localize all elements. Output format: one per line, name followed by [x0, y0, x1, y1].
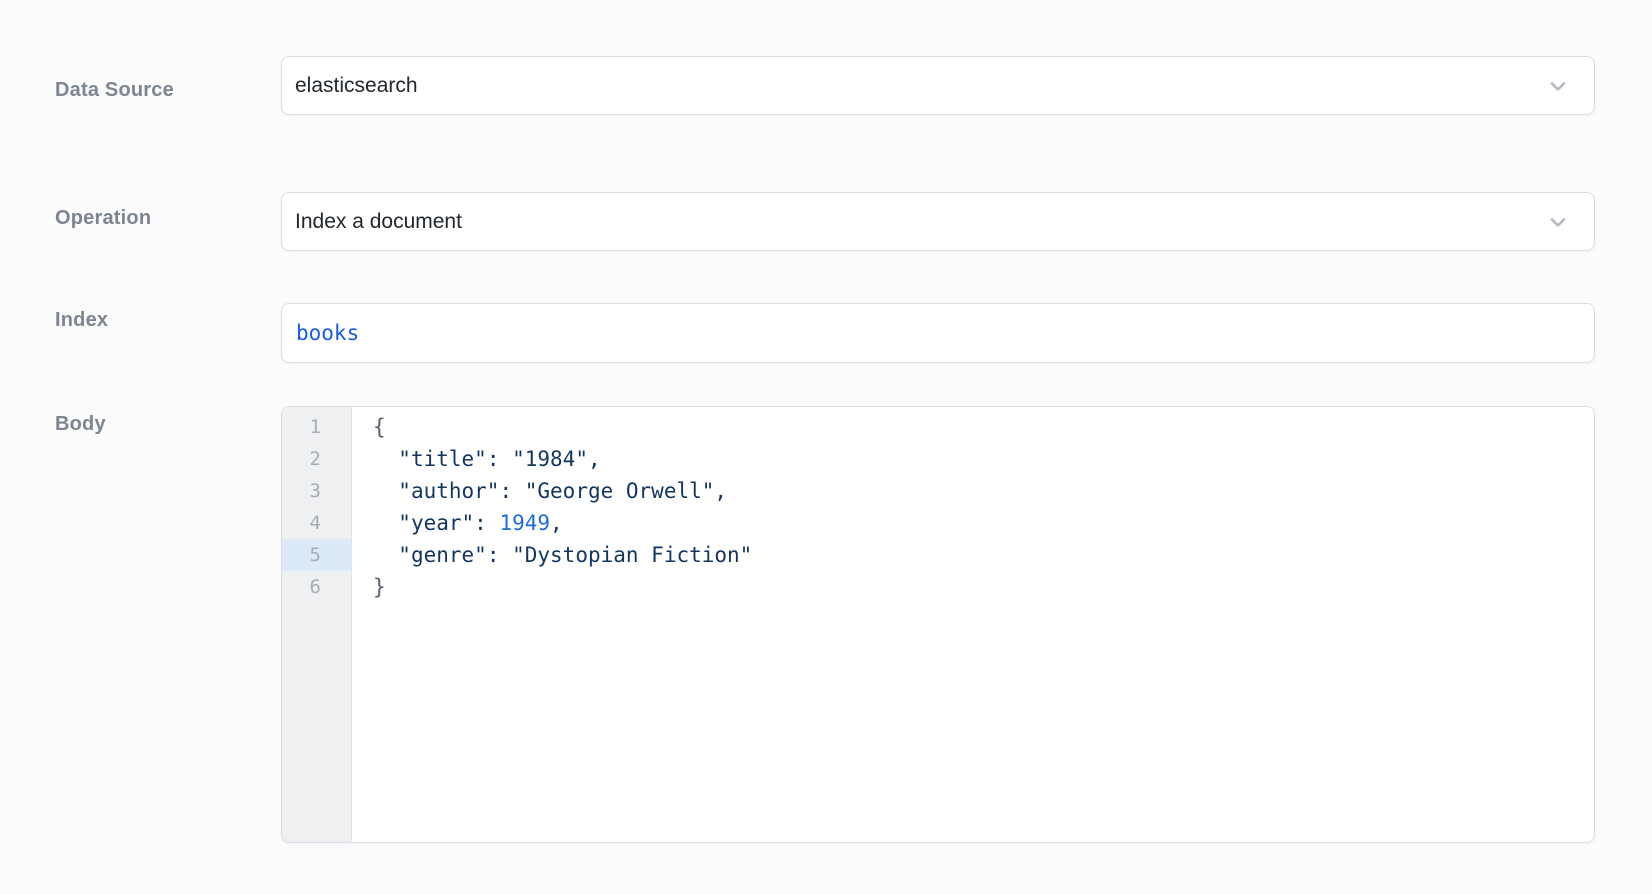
line-number: 1 [309, 416, 321, 438]
code-line: { [373, 415, 386, 439]
line-number: 3 [309, 480, 321, 502]
operation-select[interactable]: Index a document [281, 192, 1595, 251]
editor-content[interactable]: { "title": "1984", "author": "George Orw… [352, 407, 1594, 842]
chevron-down-icon [1546, 210, 1570, 234]
chevron-down-icon [1546, 74, 1570, 98]
line-number: 4 [309, 512, 321, 534]
code-line: "title": "1984", [398, 447, 601, 471]
code-line: "author": "George Orwell", [398, 479, 728, 503]
line-number: 6 [309, 576, 321, 598]
editor-gutter: 1 2 3 4 5 6 [282, 407, 352, 842]
data-source-select[interactable]: elasticsearch [281, 56, 1595, 115]
code-line: "genre": "Dystopian Fiction" [398, 543, 753, 567]
operation-selected-value: Index a document [295, 209, 462, 233]
body-label: Body [55, 413, 106, 435]
line-number: 2 [309, 448, 321, 470]
line-number: 5 [282, 539, 351, 571]
index-label: Index [55, 309, 109, 331]
operation-label: Operation [55, 207, 152, 229]
data-source-selected-value: elasticsearch [295, 73, 418, 97]
index-input[interactable] [281, 303, 1595, 363]
code-line: "year": 1949, [398, 511, 563, 535]
code-line: } [373, 575, 386, 599]
body-code-editor[interactable]: 1 2 3 4 5 6 { "title": "1984", "author": "Geo… [281, 406, 1595, 843]
data-source-label: Data Source [55, 79, 174, 101]
